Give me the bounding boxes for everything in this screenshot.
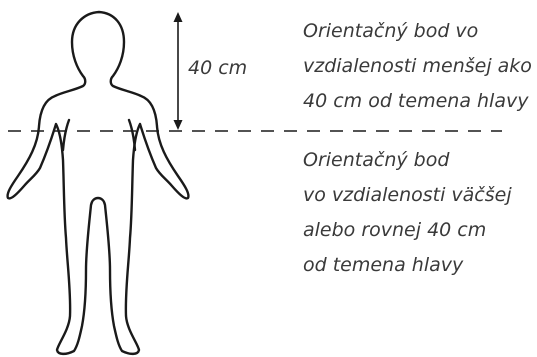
measurement-label: 40 cm xyxy=(188,57,247,79)
measurement-arrow xyxy=(174,12,183,130)
lower-zone-line: alebo rovnej 40 cm xyxy=(303,219,486,241)
lower-zone-text: Orientačný bod vo vzdialenosti väčšej al… xyxy=(303,149,518,276)
upper-zone-text: Orientačný bod vo vzdialenosti menšej ak… xyxy=(303,20,537,112)
upper-zone-line: vzdialenosti menšej ako xyxy=(303,55,532,77)
lower-zone-line: od temena hlavy xyxy=(303,254,464,276)
upper-zone-line: 40 cm od temena hlavy xyxy=(303,90,529,112)
upper-zone-line: Orientačný bod vo xyxy=(303,20,478,42)
lower-zone-line: Orientačný bod xyxy=(303,149,450,171)
human-body-outline xyxy=(8,12,189,354)
lower-zone-line: vo vzdialenosti väčšej xyxy=(303,184,512,206)
